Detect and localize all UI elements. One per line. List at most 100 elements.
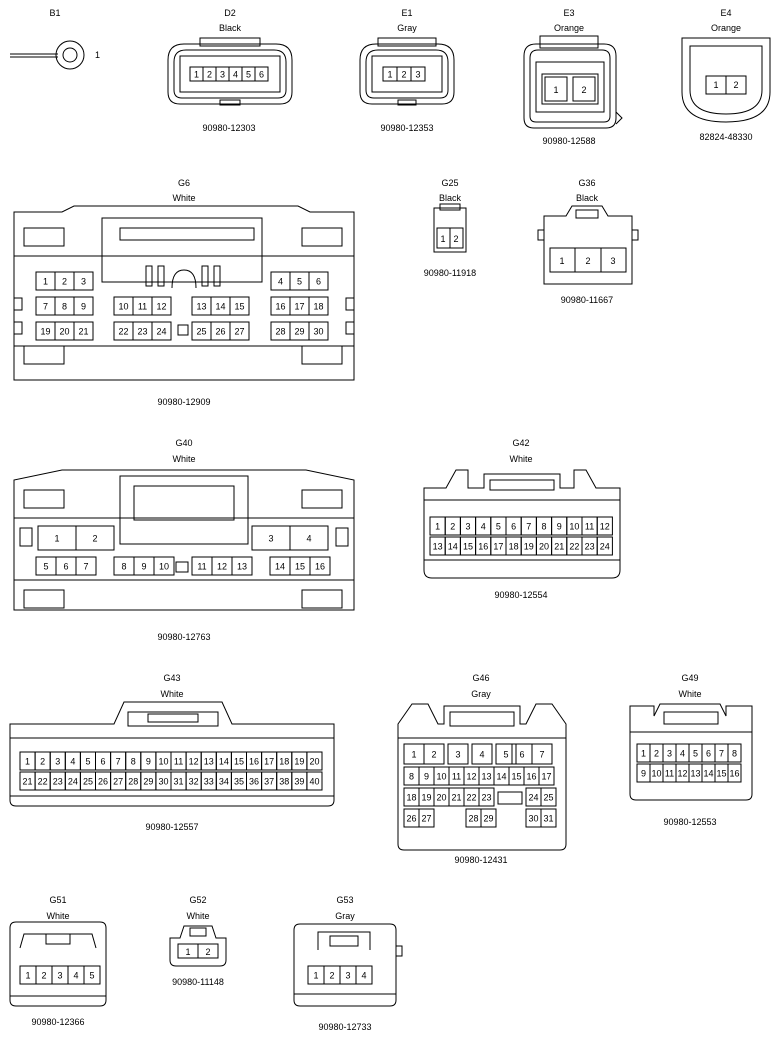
pin-label: 19 [421,793,431,803]
pin-label: 17 [493,542,503,552]
pin-label: 8 [409,772,414,782]
pin-cell [540,808,557,828]
part-number: 90980-12303 [202,123,255,133]
pin-label: 4 [361,971,366,981]
pin-label: 5 [85,757,90,767]
pin-label: 17 [264,757,274,767]
connector-color: White [509,454,532,464]
pin-cell [418,808,435,828]
pin-label: 12 [217,562,227,572]
pin-label: 29 [294,327,304,337]
connector-color: Black [219,23,242,33]
pin-label: 18 [406,793,416,803]
pin-label: 18 [313,302,323,312]
part-number: 90980-11667 [561,295,613,305]
pin-label: 23 [585,542,595,552]
pin-label: 1 [25,971,30,981]
pin-label: 37 [264,777,274,787]
connector-color: Orange [554,23,584,33]
pin-label: 6 [316,277,321,287]
connector-color: Gray [471,689,491,699]
connector-E3: E3 Orange 1 2 90980-12588 [523,8,623,146]
pin-label: 2 [581,85,586,95]
pin-label: 6 [101,757,106,767]
pin-cell [572,76,596,102]
pin-label: 16 [275,302,285,312]
part-number: 90980-11148 [172,977,224,987]
pin-label: 27 [421,814,431,824]
pin-label: 35 [234,777,244,787]
connector-code: G6 [178,178,190,188]
pin-label: 10 [159,562,169,572]
pin-label: 15 [511,772,521,782]
connector-code: G40 [175,438,192,448]
pin-label: 28 [275,327,285,337]
pin-label: 14 [215,302,225,312]
pin-label: 3 [220,70,225,80]
pin-label: 26 [98,777,108,787]
pin-label: 28 [128,777,138,787]
pin-label: 24 [528,793,538,803]
pin-cell [75,556,97,576]
connector-code: G52 [189,895,206,905]
pin-label: 24 [156,327,166,337]
pin-label: 28 [468,814,478,824]
pin-cell [151,321,172,341]
pin-cell [153,556,175,576]
connector-code: E1 [401,8,412,18]
pin-label: 36 [249,777,259,787]
pin-label: 4 [73,971,78,981]
pin-label: 6 [63,562,68,572]
pin-label: 6 [259,70,264,80]
pin-label: 23 [53,777,63,787]
pin-label: 5 [89,971,94,981]
pin-label: 9 [146,757,151,767]
pin-label: 14 [219,757,229,767]
part-number: 90980-12557 [145,822,198,832]
pin-label: 13 [433,542,443,552]
pin-label: 12 [600,522,610,532]
connector-color: Black [439,193,462,203]
pin-label: 14 [496,772,506,782]
empty-cavity [177,324,189,336]
pin-label: 2 [733,80,738,90]
pin-label: 1 [313,971,318,981]
part-number: 90980-12553 [663,817,716,827]
pin-label: 13 [237,562,247,572]
connector-code: G43 [163,673,180,683]
connector-code: G25 [441,178,458,188]
part-number: 90980-12366 [31,1017,84,1027]
pin-label: 2 [654,749,659,759]
pin-label: 13 [481,772,491,782]
pin-label: 10 [569,522,579,532]
pin-cell [229,296,250,316]
part-number: 90980-12554 [494,590,547,600]
pin-label: 40 [309,777,319,787]
pin-label: 16 [315,562,325,572]
pin-label: 4 [306,534,311,544]
pin-cell [423,743,445,765]
pin-label: 5 [246,70,251,80]
pin-label: 11 [138,302,147,312]
pin-label: 30 [158,777,168,787]
pin-label: 11 [452,772,461,782]
pin-cell [231,556,253,576]
pin-label: 5 [496,522,501,532]
pin-label: 34 [219,777,229,787]
pin-cell [306,771,323,791]
connector-code: D2 [224,8,236,18]
pin-label: 3 [415,70,420,80]
pin-label: 1 [440,234,445,244]
pin-label: 10 [118,302,128,312]
pin-cell [229,321,250,341]
pin-label: 16 [526,772,536,782]
pin-label: 22 [118,327,128,337]
connector-color: Gray [335,911,355,921]
pin-label: 14 [275,562,285,572]
pin-label: 3 [268,534,273,544]
